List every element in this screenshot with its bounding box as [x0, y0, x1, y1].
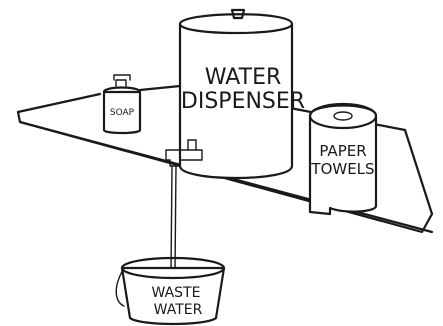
paper-towel-roll: PAPER TOWELS [310, 104, 376, 214]
water-dispenser: WATER DISPENSER [166, 10, 305, 178]
towels-label-line2: TOWELS [310, 160, 374, 178]
dispenser-label-line2: DISPENSER [181, 89, 305, 114]
bucket-label-line2: WATER [154, 302, 203, 318]
waste-water-bucket: WASTE WATER [116, 258, 224, 324]
dispenser-label-line1: WATER [205, 65, 282, 90]
bucket-label-line1: WASTE [152, 285, 201, 301]
water-stream [171, 166, 176, 272]
towels-label-line1: PAPER [319, 142, 366, 160]
soap-label: SOAP [110, 108, 135, 118]
soap-bottle: SOAP [104, 75, 140, 133]
